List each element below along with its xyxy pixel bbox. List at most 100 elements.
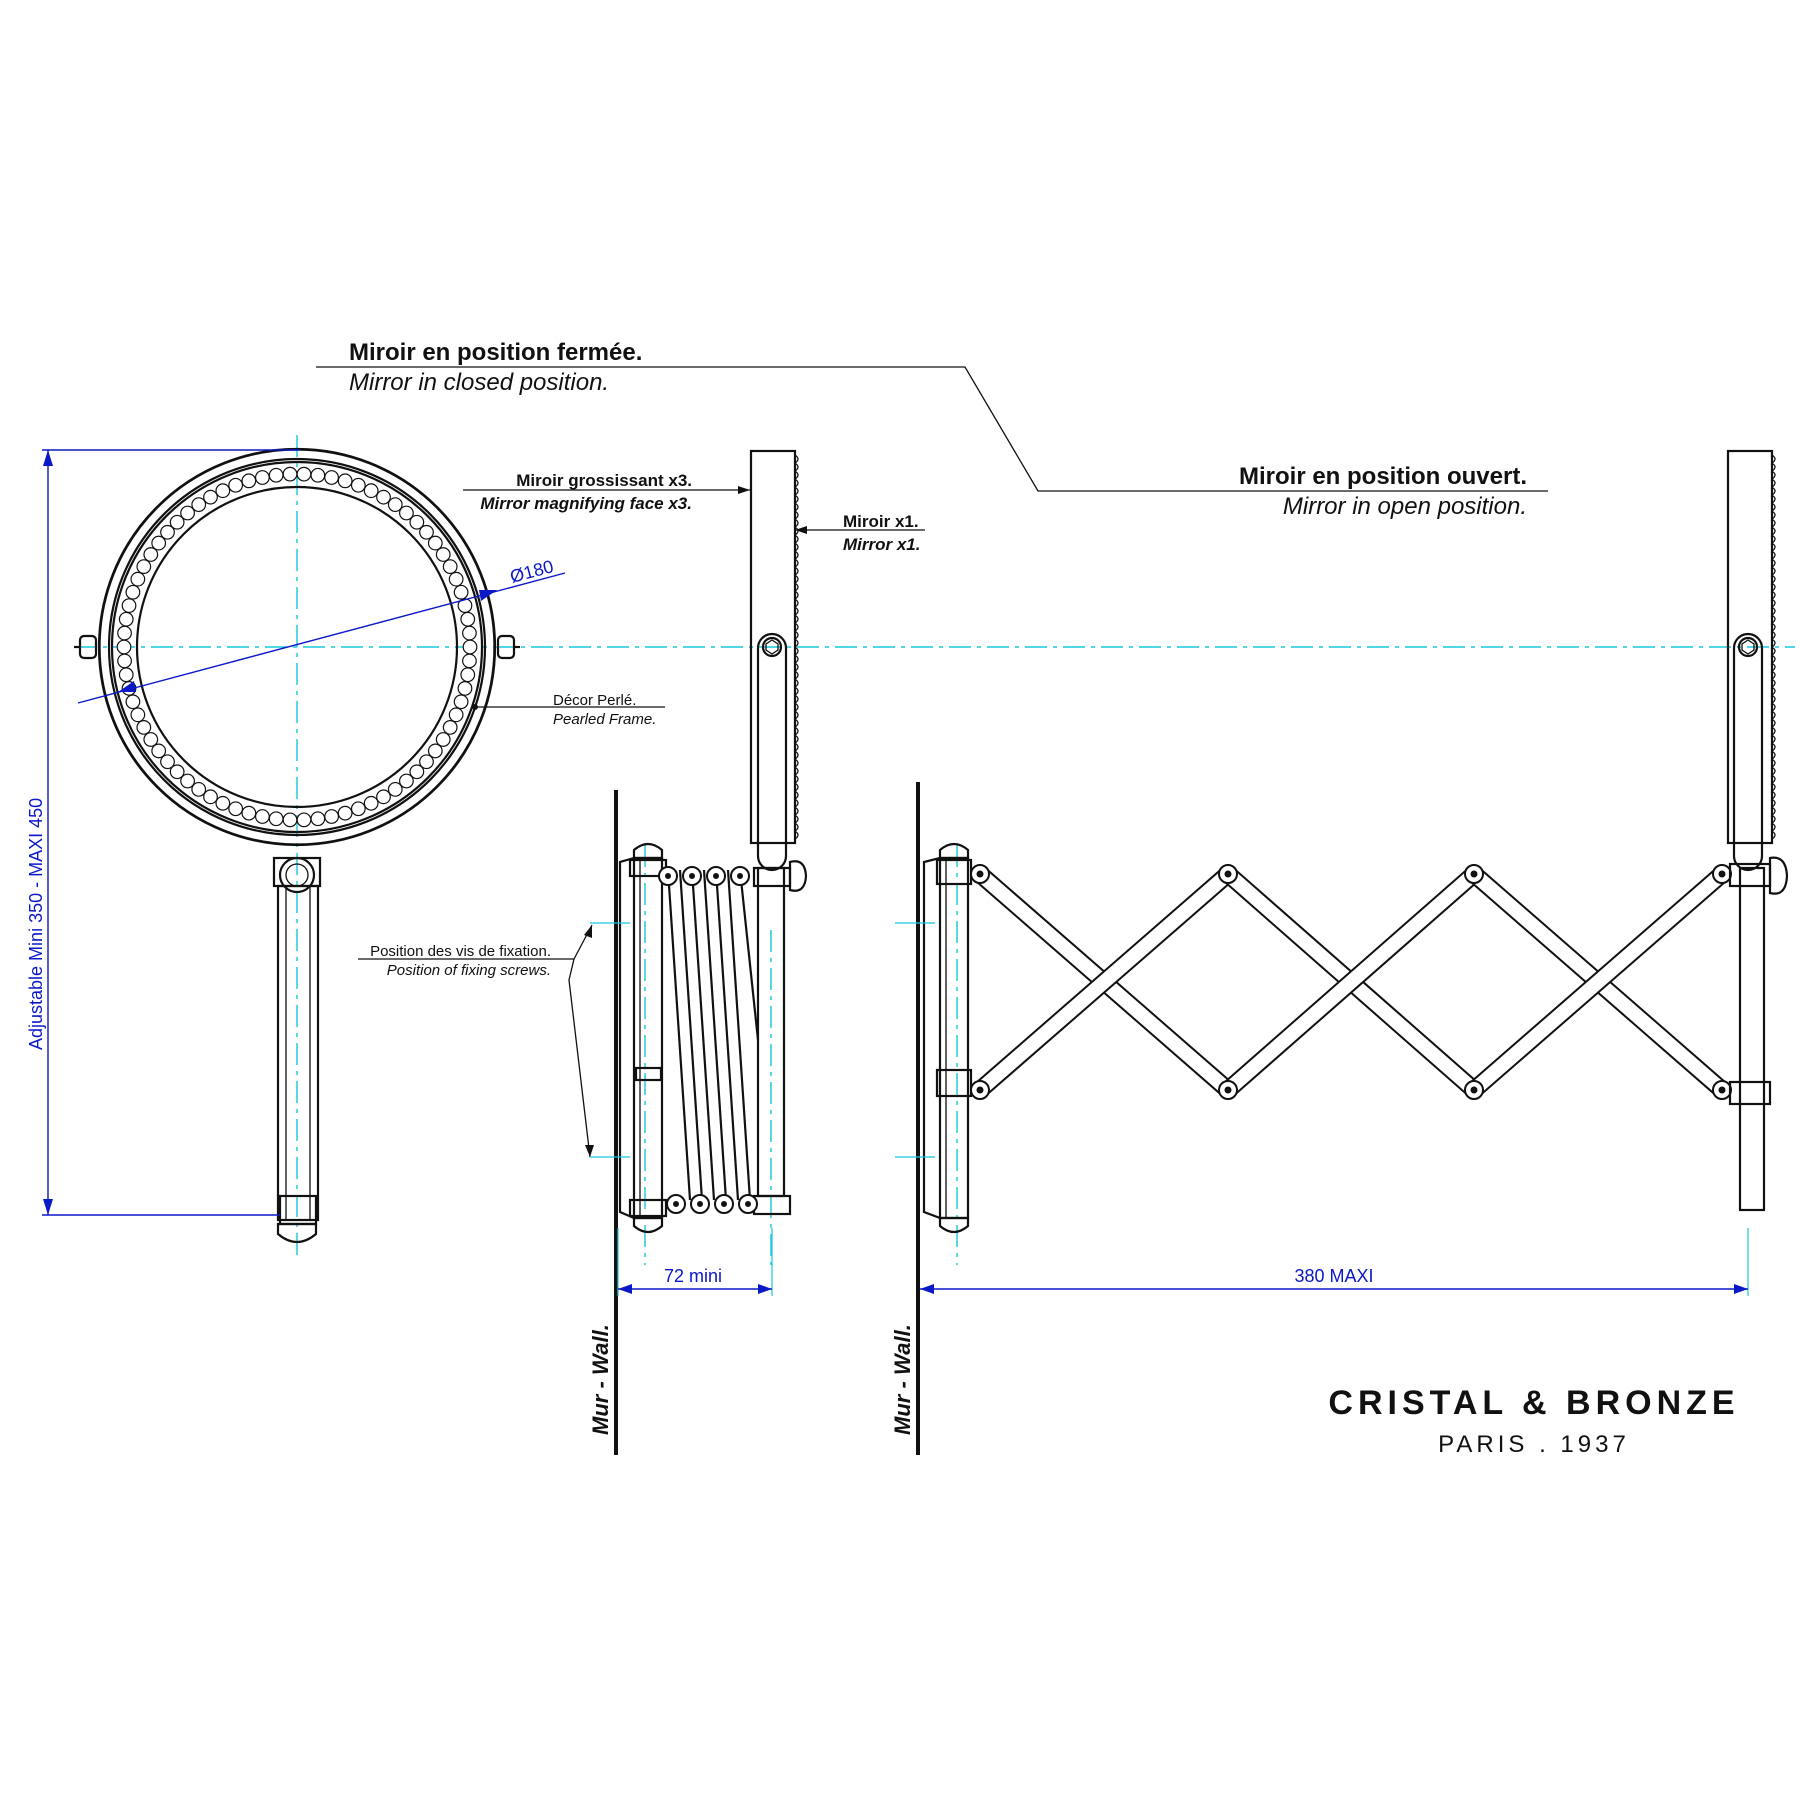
scissor-pivot-dot	[1224, 1086, 1232, 1094]
open-title-en: Mirror in open position.	[1283, 493, 1527, 520]
scissor-pivot-dot	[1718, 1086, 1726, 1094]
pearl-bead	[215, 483, 231, 499]
pearl-bead	[116, 639, 132, 655]
pearl-bead	[387, 497, 403, 513]
callout-plain: Miroir x1. Mirror x1.	[795, 512, 925, 554]
pearl-bead	[228, 801, 244, 817]
scissor-pivot-dot	[1224, 870, 1232, 878]
pearl-bead	[180, 505, 195, 521]
height-dimension: Adjustable Mini 350 - MAXI 450	[26, 449, 300, 1216]
pearl-bead	[117, 653, 132, 669]
pivot-dot	[737, 873, 743, 879]
pearl-bead	[130, 707, 146, 723]
callout-screws-fr: Position des vis de fixation.	[370, 943, 551, 960]
pearl-bead	[324, 470, 340, 485]
pearl-bead	[310, 467, 326, 483]
pearl-bead	[376, 789, 391, 805]
pearl-bead	[442, 719, 458, 735]
scissor-pivot-dot	[976, 1086, 984, 1094]
pearl-bead	[460, 667, 476, 683]
pearl-bead	[117, 625, 132, 641]
closed-title-en: Mirror in closed position.	[349, 369, 609, 396]
pearl-bead	[448, 707, 464, 723]
scissor-pivot-dot	[1470, 870, 1478, 878]
pearl-bead	[121, 598, 137, 613]
pearl-bead	[435, 732, 451, 747]
pearl-bead	[409, 514, 425, 530]
pearl-bead	[399, 773, 414, 789]
callout-magnifying-fr: Miroir grossissant x3.	[516, 471, 692, 490]
pearl-bead	[350, 801, 366, 817]
scissor-pivot-dot	[1718, 870, 1726, 878]
pearl-bead	[160, 524, 175, 540]
height-label: Adjustable Mini 350 - MAXI 450	[26, 798, 46, 1050]
pearl-bead	[228, 477, 244, 493]
callout-screws: Position des vis de fixation. Position o…	[358, 924, 594, 1158]
center-lines	[75, 435, 1795, 1265]
closed-position-title: Miroir en position fermée. Mirror in clo…	[316, 339, 1548, 492]
callout-pearled-en: Pearled Frame.	[553, 711, 656, 728]
pearl-bead	[363, 795, 379, 811]
diameter-arrowhead	[479, 590, 497, 601]
pearl-bead	[268, 467, 284, 483]
pivot-dot	[689, 873, 695, 879]
pearl-bead	[143, 732, 159, 747]
callout-pearled: Décor Perlé. Pearled Frame.	[472, 692, 665, 728]
pearl-bead	[254, 809, 270, 824]
callout-plain-en: Mirror x1.	[843, 535, 920, 554]
pearl-bead	[180, 773, 195, 789]
pivot-dot	[745, 1201, 751, 1207]
diameter-arrowhead	[118, 681, 136, 692]
pivot-dot	[721, 1201, 727, 1207]
pearl-bead	[296, 812, 312, 828]
pearl-bead	[203, 489, 218, 505]
pearl-bead	[350, 477, 366, 493]
callout-plain-fr: Miroir x1.	[843, 512, 919, 531]
folded-pivots	[658, 866, 758, 1214]
pearl-bead	[203, 789, 218, 805]
pearl-bead	[296, 466, 312, 482]
pearl-bead	[241, 805, 257, 821]
pearl-bead	[442, 559, 458, 575]
pearl-bead	[215, 795, 231, 811]
pearl-bead	[151, 535, 167, 551]
handle	[272, 856, 322, 1244]
pearl-bead	[363, 483, 379, 499]
pearl-bead	[462, 625, 477, 641]
pearl-bead	[419, 754, 434, 770]
brand-name: CRISTAL & BRONZE	[1328, 1384, 1739, 1422]
open-title-fr: Miroir en position ouvert.	[1239, 463, 1527, 490]
pearl-bead	[241, 473, 257, 489]
pearl-bead	[118, 611, 134, 627]
pearl-bead	[387, 781, 403, 797]
closed-side-view: 72 mini Mur - Wall.	[588, 449, 808, 1455]
pearl-bead	[282, 812, 298, 828]
open-position-title: Miroir en position ouvert. Mirror in ope…	[1239, 463, 1527, 520]
wall-label-open: Mur - Wall.	[890, 1324, 915, 1435]
right-pivot-knob	[496, 634, 520, 660]
pearl-bead	[427, 535, 443, 551]
pearl-bead	[460, 611, 476, 627]
pearl-bead	[399, 505, 414, 521]
pearl-bead	[324, 809, 340, 824]
pearl-bead	[282, 466, 298, 482]
brand-tagline: PARIS . 1937	[1438, 1431, 1630, 1458]
pearl-bead	[136, 719, 152, 735]
scissor-pivot-dot	[1470, 1086, 1478, 1094]
extended-scissor-arms	[970, 864, 1732, 1100]
wall-label-closed: Mur - Wall.	[588, 1324, 613, 1435]
callout-magnifying-en: Mirror magnifying face x3.	[480, 494, 692, 513]
pearl-bead	[453, 694, 469, 710]
pearl-bead	[254, 470, 270, 485]
callout-magnifying: Miroir grossissant x3. Mirror magnifying…	[463, 471, 750, 513]
callout-pearled-fr: Décor Perlé.	[553, 692, 636, 709]
pearl-bead	[409, 764, 425, 780]
closed-title-fr: Miroir en position fermée.	[349, 339, 642, 366]
pearl-bead	[462, 653, 477, 669]
pearl-bead	[143, 547, 159, 562]
pivot-dot	[713, 873, 719, 879]
pearl-bead	[169, 764, 185, 780]
pearl-bead	[136, 559, 152, 575]
depth-max-label: 380 MAXI	[1294, 1266, 1373, 1286]
pearl-bead	[448, 571, 464, 587]
